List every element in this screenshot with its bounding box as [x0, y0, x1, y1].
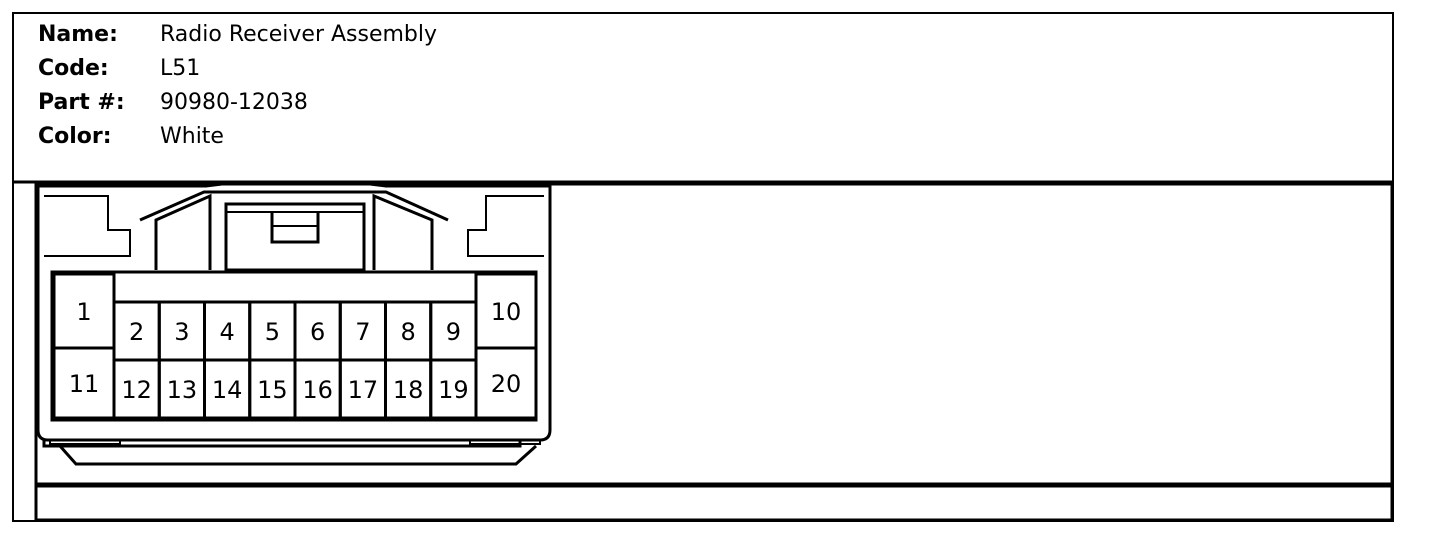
pin-9-label: 9 — [446, 318, 461, 346]
pin-8-label: 8 — [400, 318, 415, 346]
lock-window — [224, 202, 366, 272]
pin-1-label: 1 — [76, 298, 91, 326]
name-value: Radio Receiver Assembly — [160, 22, 438, 47]
color-label: Color: — [38, 124, 112, 149]
code-label: Code: — [38, 56, 109, 81]
pin-14-label: 14 — [212, 376, 243, 404]
pin-19-cell — [429, 358, 478, 420]
pin-19-label: 19 — [438, 376, 469, 404]
footer-panel — [34, 484, 1394, 522]
pin-2-label: 2 — [129, 318, 144, 346]
pin-18-label: 18 — [393, 376, 424, 404]
connector-housing — [36, 182, 552, 442]
lock-tab-right — [372, 193, 434, 270]
right-key-notch — [467, 195, 544, 257]
lock-tab-left — [154, 193, 212, 270]
pin-4-label: 4 — [219, 318, 234, 346]
color-value: White — [160, 124, 224, 149]
pin-11-label: 11 — [69, 370, 100, 398]
pin-10-label: 10 — [491, 298, 522, 326]
diagram-panel — [34, 182, 1394, 486]
pin-17-label: 17 — [348, 376, 379, 404]
name-label: Name: — [38, 22, 118, 47]
pin-20-label: 20 — [491, 370, 522, 398]
left-key-notch — [44, 195, 131, 257]
pin-16-label: 16 — [302, 376, 333, 404]
connector-outline — [36, 182, 552, 466]
pin-13-label: 13 — [167, 376, 198, 404]
code-value: L51 — [160, 56, 201, 81]
part-value: 90980-12038 — [160, 90, 308, 115]
part-label: Part #: — [38, 90, 125, 115]
pin-5-label: 5 — [265, 318, 280, 346]
pin-3-label: 3 — [174, 318, 189, 346]
bottom-skirt — [58, 444, 538, 466]
lock-ramp — [139, 190, 449, 222]
pin-15-label: 15 — [257, 376, 288, 404]
bottom-clip-left — [49, 440, 121, 445]
pin-12-label: 12 — [121, 376, 152, 404]
pin-7-label: 7 — [355, 318, 370, 346]
pin-6-label: 6 — [310, 318, 325, 346]
bottom-clip-right — [469, 440, 541, 445]
